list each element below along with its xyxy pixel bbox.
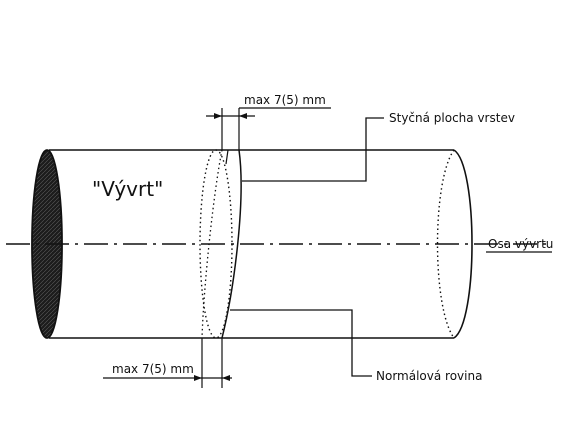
top-dim-arrow-left (214, 113, 222, 119)
top-dimension (206, 107, 331, 150)
bottom-dimension (103, 338, 232, 388)
contact-surface-leader (242, 117, 384, 182)
cylinder-body (49, 149, 473, 339)
top-dim-arrow-right (239, 113, 247, 119)
contact-surface-front (221, 149, 242, 339)
contact-surface-label: Styčná plocha vrstev (389, 111, 515, 125)
core-title: "Vývrt" (92, 177, 163, 201)
normal-plane-label: Normálová rovina (376, 369, 482, 383)
contact-surface (201, 149, 242, 339)
top-dimension-label: max 7(5) mm (244, 93, 326, 107)
bottom-dim-arrow-right (222, 375, 230, 381)
contact-surface-tick-top (225, 149, 229, 165)
cylinder-right-end-arc (453, 149, 473, 339)
bottom-dim-arrow-left (194, 375, 202, 381)
bottom-dimension-label: max 7(5) mm (112, 362, 194, 376)
cylinder-right-end-hidden (436, 149, 455, 339)
contact-surface-back (201, 149, 223, 339)
axis-label: Osa vývrtu (488, 237, 553, 251)
normal-plane-leader (230, 309, 372, 377)
